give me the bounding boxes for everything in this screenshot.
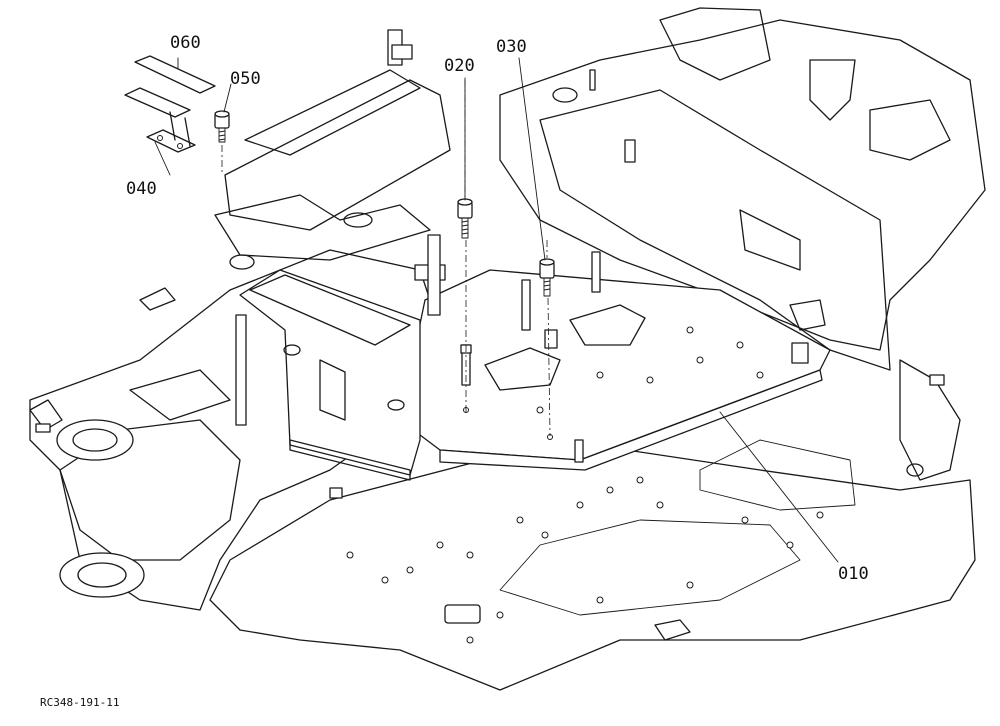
- label-020: 020: [444, 56, 475, 76]
- right-side-frame: [499, 7, 986, 481]
- label-060: 060: [170, 33, 201, 53]
- seat-support-box: [235, 234, 601, 481]
- base-plate-holes: [346, 476, 824, 644]
- upper-frame-rail: [214, 29, 451, 270]
- part-050-bolt: [214, 110, 230, 143]
- drawing-code: RC348-191-11: [40, 696, 119, 709]
- leader-lines: [154, 57, 839, 563]
- part-060-plate: [124, 55, 216, 118]
- part-labels: 010 020 030 040 050 060: [126, 33, 869, 584]
- part-040-bracket: [146, 111, 196, 153]
- floor-plate-010: [399, 269, 831, 471]
- label-040: 040: [126, 179, 157, 199]
- label-050: 050: [230, 69, 261, 89]
- frame-base-plate: [209, 439, 976, 691]
- label-030: 030: [496, 37, 527, 57]
- part-030-bolt: [539, 258, 555, 440]
- label-010: 010: [838, 564, 869, 584]
